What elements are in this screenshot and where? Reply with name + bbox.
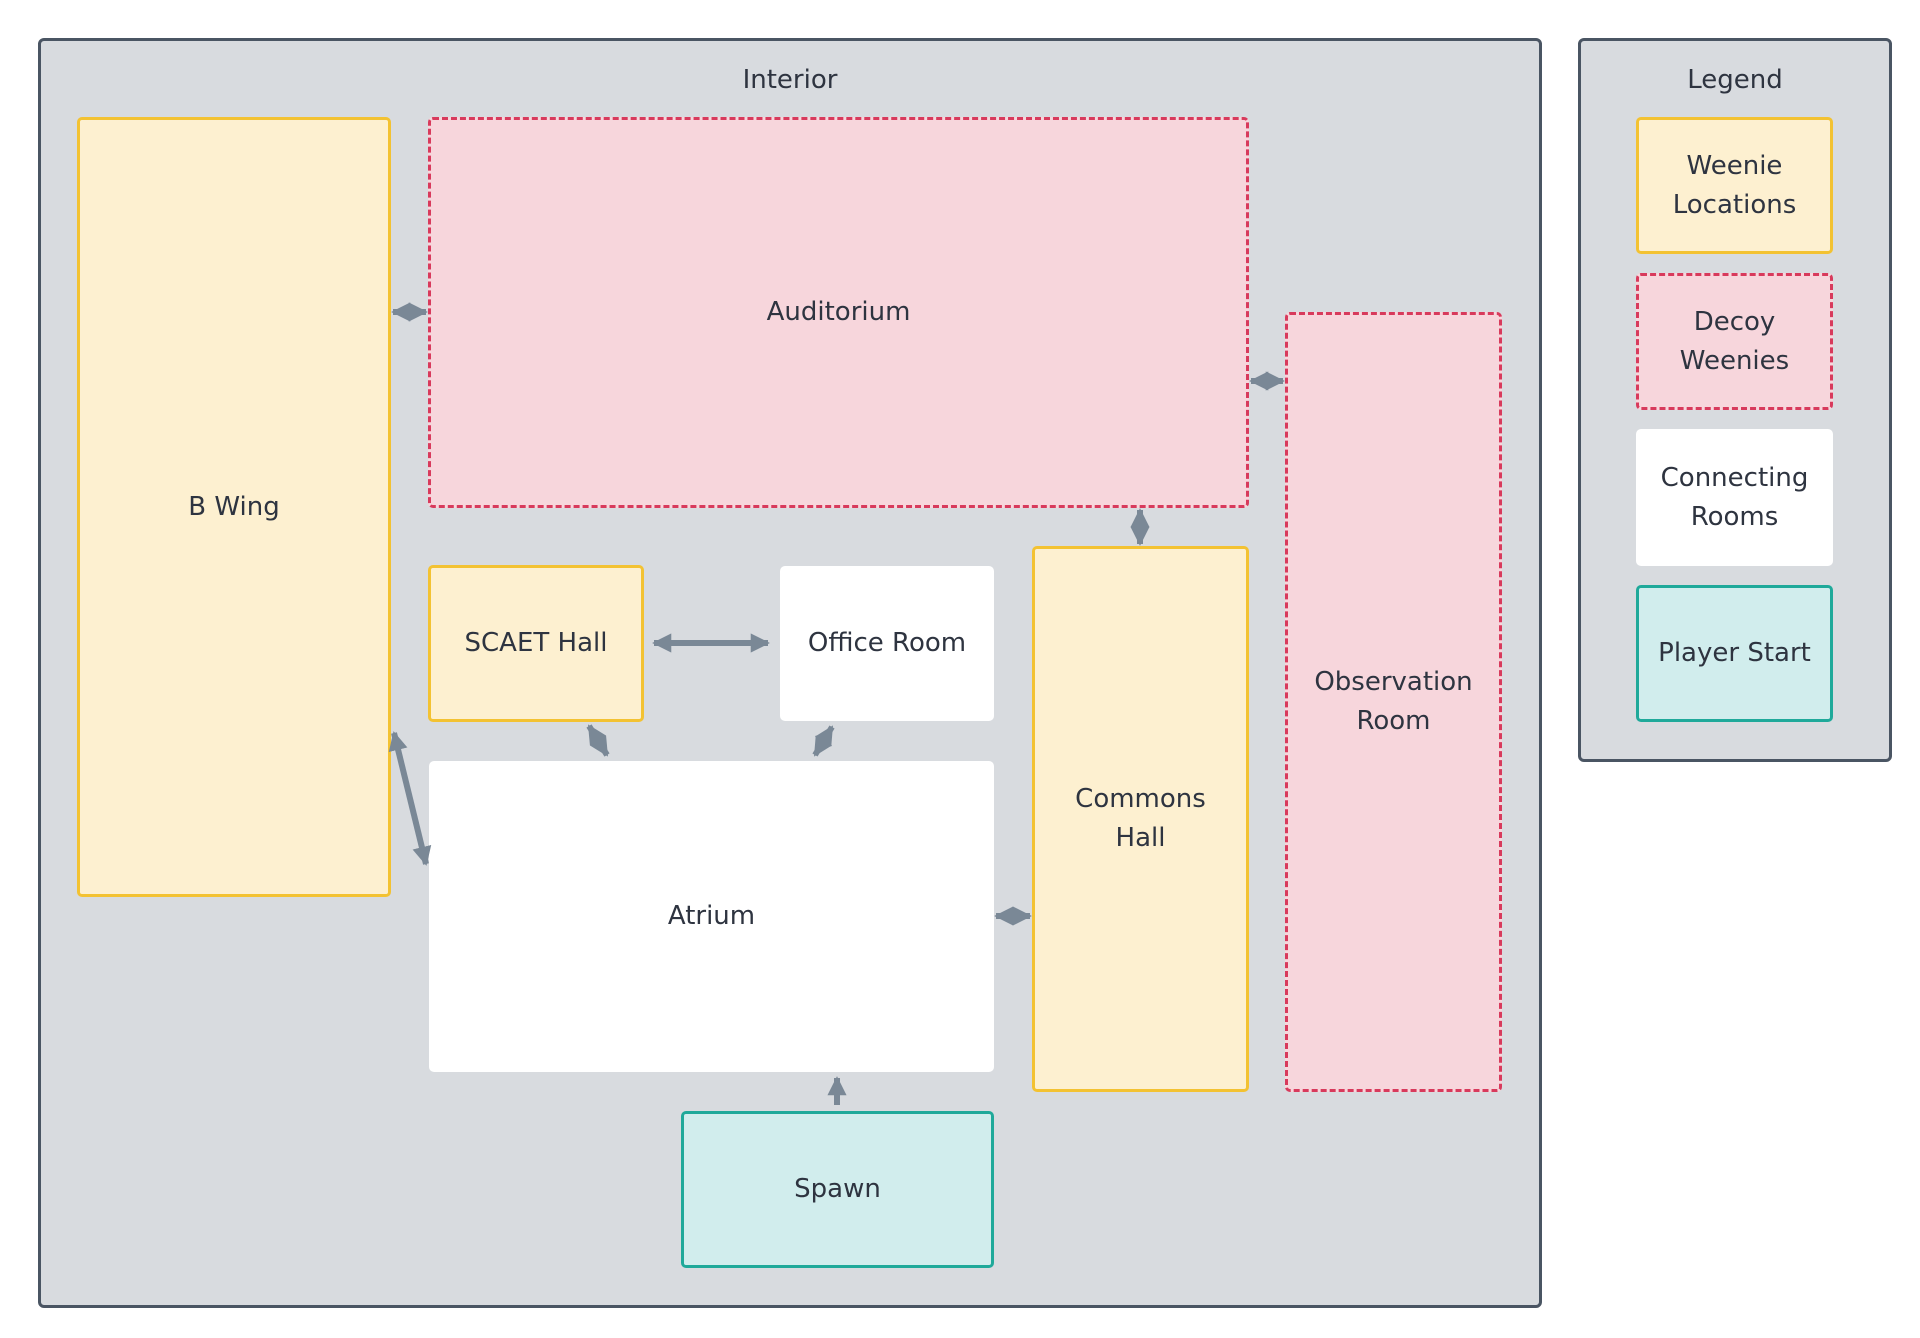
legend-title: Legend [1687, 65, 1783, 95]
room-auditorium[interactable]: Auditorium [428, 117, 1249, 508]
interior-title: Interior [742, 65, 838, 95]
legend-decoy-weenies: Decoy Weenies [1636, 273, 1833, 410]
room-office[interactable]: Office Room [780, 566, 994, 721]
room-scaet-hall[interactable]: SCAET Hall [428, 565, 644, 722]
room-commons-hall[interactable]: Commons Hall [1032, 546, 1249, 1092]
room-b-wing[interactable]: B Wing [77, 117, 391, 897]
room-observation[interactable]: Observation Room [1285, 312, 1502, 1092]
room-spawn[interactable]: Spawn [681, 1111, 994, 1268]
legend-weenie-locations: Weenie Locations [1636, 117, 1833, 254]
room-atrium[interactable]: Atrium [429, 761, 994, 1072]
legend-player-start: Player Start [1636, 585, 1833, 722]
legend-connecting-rooms: Connecting Rooms [1636, 429, 1833, 566]
